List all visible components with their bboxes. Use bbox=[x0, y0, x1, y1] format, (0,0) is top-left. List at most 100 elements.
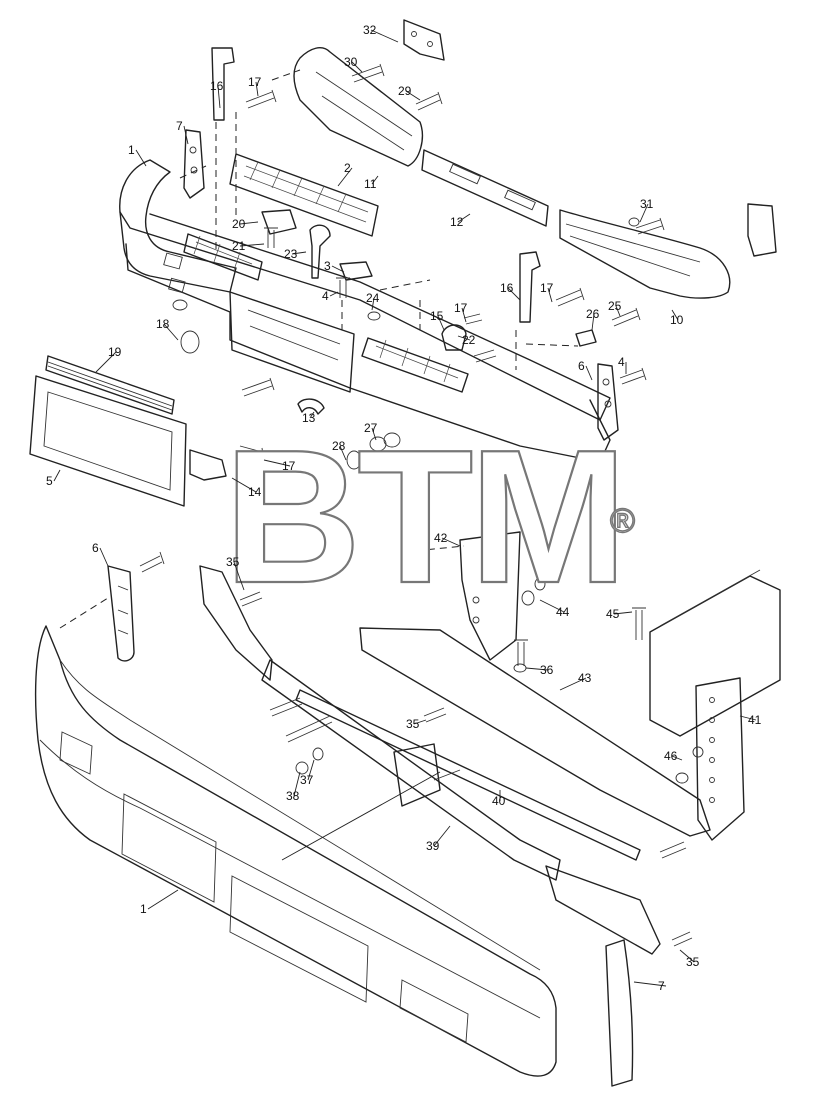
callout-leader bbox=[371, 175, 379, 185]
washer-28 bbox=[346, 450, 362, 470]
part-grille-plate-upper bbox=[229, 153, 379, 237]
callout-label: 30 bbox=[344, 55, 358, 69]
washer-37 bbox=[312, 747, 324, 761]
callout-label: 17 bbox=[248, 75, 262, 89]
callout-label: 1 bbox=[140, 902, 147, 916]
callout-label: 6 bbox=[578, 359, 585, 373]
watermark-text: BTM bbox=[224, 411, 624, 623]
part-center-block bbox=[393, 743, 441, 807]
callout-leader bbox=[291, 251, 307, 255]
part-clip-23 bbox=[309, 224, 331, 279]
callout-label: 11 bbox=[364, 177, 377, 191]
front-grille bbox=[29, 355, 227, 507]
callout-leader bbox=[371, 297, 375, 311]
part-clip-20 bbox=[261, 209, 297, 235]
callout-label: 35 bbox=[686, 955, 700, 969]
callout-label: 20 bbox=[232, 217, 246, 231]
lower-bumper-assembly bbox=[34, 531, 781, 1087]
callout-label: 26 bbox=[586, 307, 600, 321]
callout-leader bbox=[615, 305, 621, 317]
callout-label: 42 bbox=[434, 531, 448, 545]
callout-leader bbox=[671, 755, 683, 761]
callout-label: 45 bbox=[606, 607, 620, 621]
callout-label: 36 bbox=[540, 663, 554, 677]
lower-bumper-opening-1 bbox=[59, 731, 93, 775]
washer-27b bbox=[383, 432, 401, 448]
part-grille-plate-center bbox=[183, 233, 263, 281]
part-grille-plate-right bbox=[361, 337, 469, 393]
part-upper-top-bar bbox=[293, 47, 424, 167]
bolt-set-lower bbox=[139, 551, 693, 947]
washer-46 bbox=[675, 772, 689, 784]
callout-leader bbox=[329, 291, 339, 297]
callout-leader bbox=[339, 445, 347, 461]
callout-label: 44 bbox=[556, 605, 570, 619]
callout-label: 16 bbox=[500, 281, 514, 295]
callout-leader bbox=[413, 719, 427, 725]
callout-label: 28 bbox=[332, 439, 346, 453]
callout-leader bbox=[613, 611, 633, 615]
callout-leader bbox=[679, 949, 695, 963]
callout-leader bbox=[739, 715, 757, 721]
callout-leader bbox=[217, 85, 221, 109]
callout-label: 35 bbox=[406, 717, 420, 731]
callout-label: 17 bbox=[454, 301, 468, 315]
callout-label: 38 bbox=[286, 789, 300, 803]
nut-38 bbox=[295, 761, 309, 775]
callout-label: 37 bbox=[300, 773, 314, 787]
part-upper-bumper-left bbox=[119, 159, 237, 293]
callout-label: 1 bbox=[128, 143, 135, 157]
part-bracket-32-top bbox=[403, 19, 445, 61]
part-clip-13 bbox=[297, 398, 325, 415]
callout-leader bbox=[525, 667, 549, 671]
part-stay-40 bbox=[295, 689, 641, 861]
callout-leader bbox=[370, 29, 399, 43]
callout-label: 13 bbox=[302, 411, 316, 425]
lower-bumper-opening-3 bbox=[229, 875, 369, 1003]
callout-leader bbox=[239, 221, 259, 225]
callout-label: 43 bbox=[578, 671, 592, 685]
callout-label: 25 bbox=[608, 299, 622, 313]
callout-leader bbox=[233, 561, 245, 591]
callout-label: 41 bbox=[748, 713, 762, 727]
callout-leader bbox=[183, 125, 189, 145]
callout-leader bbox=[95, 351, 117, 373]
callout-leader bbox=[239, 243, 265, 247]
part-grille-19 bbox=[45, 355, 175, 415]
callout-leader bbox=[461, 307, 467, 323]
part-bracket-7-left bbox=[183, 129, 205, 199]
callout-leader bbox=[307, 759, 315, 781]
part-upper-center-beam bbox=[229, 291, 355, 393]
part-frame-rail bbox=[649, 575, 781, 737]
part-clip-15 bbox=[441, 324, 467, 351]
part-upper-bumper-face bbox=[119, 211, 611, 421]
callout-leader bbox=[163, 323, 179, 341]
callout-leader bbox=[585, 365, 593, 381]
part-bracket-6-lower bbox=[107, 565, 135, 662]
callout-label: 35 bbox=[226, 555, 240, 569]
callout-label: 21 bbox=[232, 239, 246, 253]
bolt-set-upper bbox=[239, 63, 665, 463]
callout-label: 17 bbox=[540, 281, 554, 295]
nut-46 bbox=[692, 746, 704, 758]
callout-label: 17 bbox=[282, 459, 296, 473]
lower-bumper-opening-4 bbox=[399, 979, 469, 1043]
callout-label: 5 bbox=[46, 474, 53, 488]
washer-24 bbox=[367, 311, 381, 321]
callout-label: 14 bbox=[248, 485, 262, 499]
part-bracket-16-right bbox=[519, 251, 541, 323]
callout-label: 4 bbox=[322, 289, 329, 303]
callout-label: 31 bbox=[640, 197, 654, 211]
part-panel-5 bbox=[29, 375, 187, 507]
callout-label: 12 bbox=[450, 215, 464, 229]
callout-leader bbox=[99, 547, 109, 567]
callout-label: 16 bbox=[210, 79, 224, 93]
callout-label: 19 bbox=[108, 345, 122, 359]
callout-leader bbox=[457, 213, 471, 223]
nut-44a bbox=[521, 590, 535, 606]
callout-leader bbox=[507, 287, 521, 301]
part-bracket-32-right bbox=[747, 203, 777, 257]
